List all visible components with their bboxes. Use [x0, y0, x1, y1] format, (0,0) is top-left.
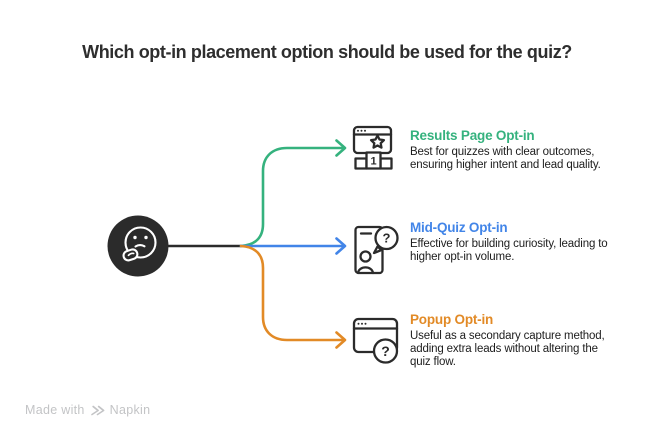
branch-results-label: Results Page Opt-in	[410, 128, 535, 143]
branch-results-description: Best for quizzes with clear outcomes, en…	[410, 145, 601, 171]
branch-results: Results Page Opt-in Best for quizzes wit…	[410, 128, 630, 172]
popup-opt-in-icon: ?	[352, 317, 399, 364]
mid-quiz-opt-in-icon: ?	[354, 225, 399, 275]
arrowhead-popup-icon	[335, 331, 347, 349]
popup-question-mark-label: ?	[381, 343, 390, 359]
napkin-brand-text: Napkin	[109, 403, 151, 417]
branch-popup: Popup Opt-in Useful as a secondary captu…	[410, 312, 630, 370]
midquiz-question-mark-label: ?	[383, 231, 391, 246]
branch-midquiz-label: Mid-Quiz Opt-in	[410, 220, 508, 235]
results-page-opt-in-icon: 1	[352, 125, 393, 170]
arrowhead-midquiz-icon	[335, 237, 347, 255]
branch-midquiz: Mid-Quiz Opt-in Effective for building c…	[410, 220, 630, 264]
connector-results	[239, 146, 346, 248]
connector-popup	[239, 244, 346, 342]
made-with-napkin-link[interactable]: Made with Napkin	[25, 403, 150, 417]
thinking-face-icon	[122, 226, 157, 262]
made-with-text: Made with	[25, 403, 85, 417]
podium-number-label: 1	[370, 156, 376, 168]
branch-midquiz-description: Effective for building curiosity, leadin…	[410, 237, 608, 263]
center-node	[107, 215, 169, 277]
napkin-logo-icon	[90, 405, 105, 415]
arrowhead-results-icon	[335, 139, 347, 157]
branch-popup-description: Useful as a secondary capture method, ad…	[410, 329, 605, 369]
branch-popup-label: Popup Opt-in	[410, 312, 494, 327]
page-title: Which opt-in placement option should be …	[82, 42, 572, 62]
